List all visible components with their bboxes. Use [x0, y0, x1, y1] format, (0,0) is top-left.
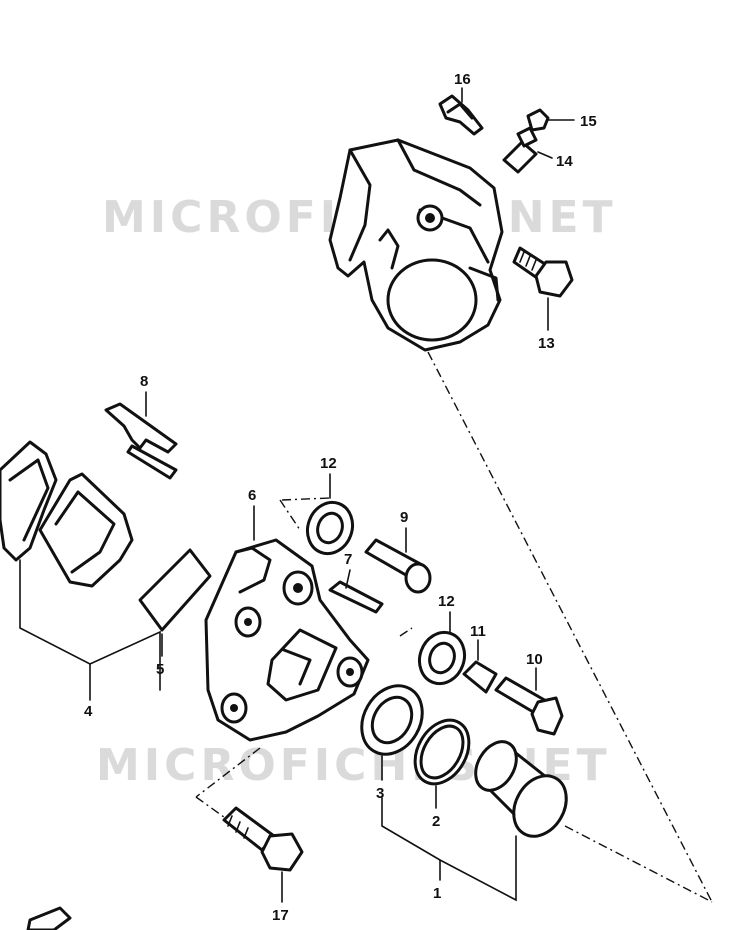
- shim-5: [138, 548, 212, 657]
- piston-1: [381, 740, 568, 902]
- clip-16: [438, 87, 484, 136]
- callout-3: 3: [376, 785, 384, 802]
- caliper-body: [328, 138, 504, 352]
- callout-11: 11: [470, 623, 486, 640]
- callout-12-lower: 12: [438, 593, 455, 610]
- bolt-17: [222, 806, 304, 903]
- callout-4: 4: [84, 703, 93, 720]
- callout-9: 9: [400, 509, 408, 526]
- callout-8: 8: [140, 373, 148, 390]
- callout-15: 15: [580, 113, 597, 130]
- sleeve-11: [462, 639, 498, 694]
- pin-7: [328, 569, 384, 614]
- dust-seal-2: [413, 718, 471, 809]
- seal-12-upper: [305, 473, 355, 556]
- caliper-bracket-6: [204, 505, 370, 742]
- seal-12-lower: [417, 611, 467, 686]
- piston-seal-3: [360, 684, 424, 781]
- bleeder-cap-15: [526, 108, 575, 132]
- callout-10: 10: [526, 651, 543, 668]
- callout-5: 5: [156, 661, 164, 678]
- callout-16: 16: [454, 71, 471, 88]
- callout-1: 1: [433, 885, 441, 902]
- callout-12-upper: 12: [320, 455, 337, 472]
- sleeve-9: [364, 527, 432, 594]
- callout-7: 7: [344, 551, 352, 568]
- bleeder-valve-14: [502, 126, 553, 174]
- callout-labels: 1 2 3 4 5 6 7 8 9 10 11 12 12 13 14 15 1…: [84, 71, 597, 924]
- callout-14: 14: [556, 153, 573, 170]
- corner-arrow-icon: [26, 906, 72, 930]
- brake-pads-4: [0, 440, 161, 701]
- clip-8: [104, 391, 178, 480]
- callout-17: 17: [272, 907, 289, 924]
- callout-13: 13: [538, 335, 555, 352]
- callout-6: 6: [248, 487, 256, 504]
- callout-2: 2: [432, 813, 440, 830]
- bolt-13: [512, 246, 574, 331]
- bolt-10: [494, 667, 564, 736]
